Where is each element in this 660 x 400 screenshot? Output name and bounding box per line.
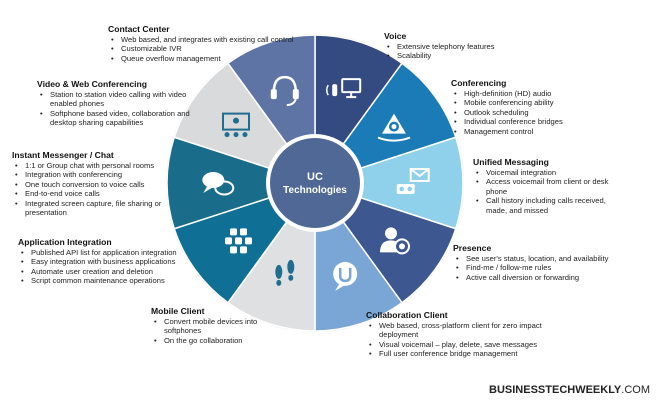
instant-messenger-list: 1:1 or Group chat with personal rooms In… [12, 161, 187, 217]
conferencing-title: Conferencing [451, 78, 507, 88]
application-integration-block: Application Integration Published API li… [18, 237, 208, 286]
list-item: Script common maintenance operations [21, 276, 208, 286]
application-integration-title: Application Integration [18, 237, 112, 247]
list-item: High-definition (HD) audio [454, 89, 611, 99]
u-chat-bubble-icon [333, 261, 358, 291]
desk-phone-monitor-icon [325, 78, 362, 99]
voice-list: Extensive telephony features Scalability [384, 42, 544, 61]
list-item: 1:1 or Group chat with personal rooms [15, 161, 187, 171]
list-item: Web based, and integrates with existing … [111, 35, 338, 45]
unified-messaging-list: Voicemail integration Access voicemail f… [473, 168, 628, 215]
unified-messaging-block: Unified Messaging Voicemail integration … [473, 157, 628, 215]
list-item: Individual conference bridges [454, 117, 611, 127]
list-item: Web based, cross-platform client for zer… [369, 321, 566, 340]
list-item: Scalability [387, 51, 544, 61]
conferencing-block: Conferencing High-definition (HD) audio … [451, 78, 611, 136]
list-item: Queue overflow management [111, 54, 338, 64]
list-item: On the go collaboration [154, 336, 271, 346]
list-item: Mobile conferencing ability [454, 98, 611, 108]
envelope-voicemail-icon [396, 168, 430, 194]
user-status-icon [380, 227, 410, 255]
hub [270, 138, 360, 228]
video-presentation-icon [222, 112, 250, 138]
footer-brand: BUSINESSTECHWEEKLY [489, 384, 622, 396]
collaboration-client-title: Collaboration Client [366, 310, 448, 320]
list-item: End-to-end voice calls [15, 189, 187, 199]
footer-domain: .COM [621, 384, 650, 396]
presence-title: Presence [453, 243, 492, 253]
list-item: Integration with conferencing [15, 170, 187, 180]
mobile-client-list: Convert mobile devices into softphones O… [151, 317, 271, 346]
video-conferencing-block: Video & Web Conferencing Station to stat… [37, 79, 197, 128]
app-grid-icon [225, 228, 252, 254]
list-item: One touch conversion to voice calls [15, 180, 187, 190]
list-item: Easy integration with business applicati… [21, 257, 208, 267]
list-item: See user's status, location, and availab… [456, 254, 638, 264]
collaboration-client-list: Web based, cross-platform client for zer… [366, 321, 566, 359]
list-item: Integrated screen capture, file sharing … [15, 199, 187, 218]
list-item: Full user conference bridge management [369, 349, 566, 359]
voice-title: Voice [384, 31, 407, 41]
application-integration-list: Published API list for application integ… [18, 248, 208, 286]
list-item: Automate user creation and deletion [21, 267, 208, 277]
list-item: Voicemail integration [476, 168, 628, 178]
mobile-client-block: Mobile Client Convert mobile devices int… [151, 306, 271, 346]
list-item: Station to station video calling with vi… [40, 90, 197, 109]
unified-messaging-title: Unified Messaging [473, 157, 549, 167]
footprints-icon [275, 259, 295, 286]
hub-title-line1: UC [307, 171, 323, 183]
list-item: Customizable IVR [111, 44, 338, 54]
list-item: Access voicemail from client or desk pho… [476, 177, 628, 196]
list-item: Active call diversion or forwarding [456, 273, 638, 283]
hub-title-line2: Technologies [283, 185, 347, 196]
instant-messenger-block: Instant Messenger / Chat 1:1 or Group ch… [12, 150, 187, 217]
mobile-client-title: Mobile Client [151, 306, 205, 316]
contact-center-title: Contact Center [108, 24, 170, 34]
conference-phone-icon [377, 113, 411, 142]
contact-center-block: Contact Center Web based, and integrates… [108, 24, 338, 64]
list-item: Visual voicemail – play, delete, save me… [369, 340, 566, 350]
list-item: Call history including calls received, m… [476, 196, 628, 215]
contact-center-list: Web based, and integrates with existing … [108, 35, 338, 64]
list-item: Find-me / follow-me rules [456, 263, 638, 273]
presence-block: Presence See user's status, location, an… [453, 243, 638, 283]
video-conferencing-list: Station to station video calling with vi… [37, 90, 197, 128]
instant-messenger-title: Instant Messenger / Chat [12, 150, 114, 160]
headset-icon [270, 75, 299, 107]
voice-block: Voice Extensive telephony features Scala… [384, 31, 544, 61]
conferencing-list: High-definition (HD) audio Mobile confer… [451, 89, 611, 136]
list-item: Published API list for application integ… [21, 248, 208, 258]
list-item: Convert mobile devices into softphones [154, 317, 271, 336]
chat-bubbles-icon [202, 172, 235, 196]
site-footer: BUSINESSTECHWEEKLY.COM [489, 384, 650, 396]
list-item: Extensive telephony features [387, 42, 544, 52]
list-item: Management control [454, 127, 611, 137]
wheel-segment-messaging [312, 136, 464, 230]
video-conferencing-title: Video & Web Conferencing [37, 79, 147, 89]
collaboration-client-block: Collaboration Client Web based, cross-pl… [366, 310, 566, 359]
list-item: Outlook scheduling [454, 108, 611, 118]
presence-list: See user's status, location, and availab… [453, 254, 638, 283]
list-item: Softphone based video, collaboration and… [40, 109, 197, 128]
